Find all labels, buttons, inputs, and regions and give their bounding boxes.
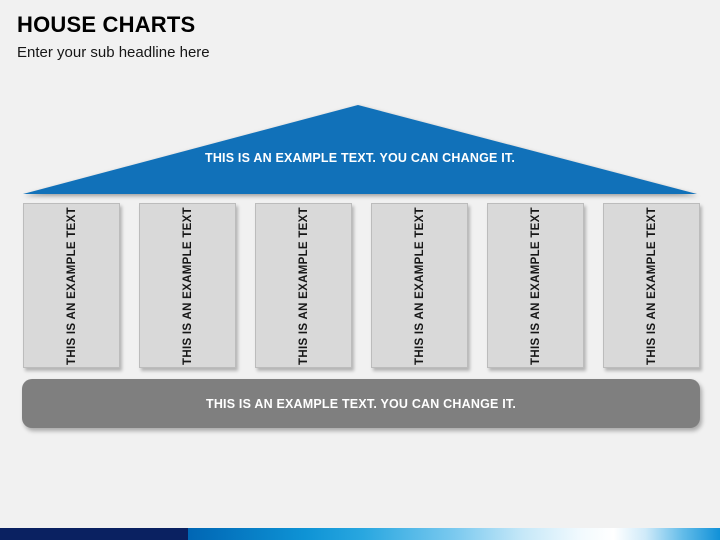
pillar-5: THIS IS AN EXAMPLE TEXT [487,203,584,368]
pillar-1: THIS IS AN EXAMPLE TEXT [23,203,120,368]
base-label: THIS IS AN EXAMPLE TEXT. YOU CAN CHANGE … [205,396,517,411]
pillar-4: THIS IS AN EXAMPLE TEXT [371,203,468,368]
pillar-1-label: THIS IS AN EXAMPLE TEXT [65,206,78,365]
footer-stripe [0,528,720,540]
slide-header: HOUSE CHARTS Enter your sub headline her… [17,12,517,61]
roof-label: THIS IS AN EXAMPLE TEXT. YOU CAN CHANGE … [204,151,516,165]
pillar-3: THIS IS AN EXAMPLE TEXT [255,203,352,368]
pillar-4-label: THIS IS AN EXAMPLE TEXT [413,206,426,365]
house-roof: THIS IS AN EXAMPLE TEXT. YOU CAN CHANGE … [23,105,697,194]
pillar-6: THIS IS AN EXAMPLE TEXT [603,203,700,368]
pillar-2: THIS IS AN EXAMPLE TEXT [139,203,236,368]
pillar-2-label: THIS IS AN EXAMPLE TEXT [181,206,194,365]
footer-stripe-navy-segment [0,528,188,540]
page-subtitle: Enter your sub headline here [17,44,210,61]
footer-stripe-gradient-segment [188,528,720,540]
house-base-bar: THIS IS AN EXAMPLE TEXT. YOU CAN CHANGE … [22,379,700,428]
roof-triangle-shape [23,105,697,194]
page-title: HOUSE CHARTS [17,12,196,37]
pillar-5-label: THIS IS AN EXAMPLE TEXT [529,206,542,365]
pillar-6-label: THIS IS AN EXAMPLE TEXT [645,206,658,365]
house-pillars-row: THIS IS AN EXAMPLE TEXT THIS IS AN EXAMP… [23,203,700,368]
pillar-3-label: THIS IS AN EXAMPLE TEXT [297,206,310,365]
